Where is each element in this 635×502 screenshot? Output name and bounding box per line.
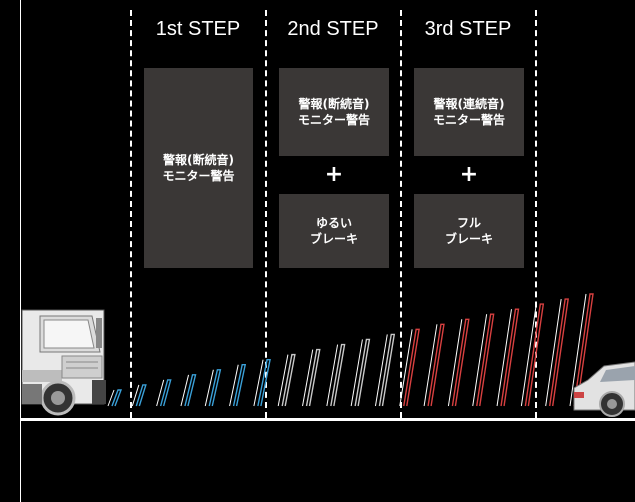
- radar-wave-arc: [573, 293, 594, 407]
- radar-wave-arc: [184, 374, 197, 407]
- radar-wave-arc-outline: [253, 359, 264, 407]
- step-2-warning-box: 警報(断続音) モニター警告: [279, 68, 389, 156]
- radar-wave-arc-outline: [326, 344, 339, 407]
- radar-wave-arc: [330, 343, 346, 407]
- radar-wave-arc: [524, 303, 545, 407]
- radar-wave-arc: [354, 338, 371, 407]
- radar-wave-arc: [305, 348, 321, 407]
- radar-wave-arc: [403, 328, 420, 407]
- road-line: [20, 418, 635, 421]
- radar-wave-arc: [159, 379, 172, 407]
- step-divider-2: [265, 10, 267, 418]
- radar-wave-arc-outline: [302, 349, 314, 407]
- step-3-warning-box: 警報(連続音) モニター警告: [414, 68, 524, 156]
- step-2-plus-sign: +: [324, 162, 344, 187]
- step-3-plus-sign: +: [459, 162, 479, 187]
- radar-wave-arc-outline: [520, 304, 537, 407]
- radar-wave-arc-outline: [496, 309, 512, 407]
- radar-wave-arc: [427, 323, 445, 407]
- radar-wave-arc: [281, 353, 296, 407]
- truck-icon: [21, 309, 106, 416]
- radar-wave-arc-outline: [374, 334, 388, 407]
- step-2-brake-box: ゆるい ブレーキ: [279, 194, 389, 268]
- step-divider-1: [130, 10, 132, 418]
- radar-wave-arc-outline: [472, 314, 488, 407]
- step-2-title: 2nd STEP: [287, 18, 379, 40]
- radar-wave-arc-outline: [107, 389, 115, 407]
- radar-wave-arc-outline: [350, 339, 363, 407]
- step-1-title: 1st STEP: [155, 18, 241, 40]
- radar-wave-arc-outline: [423, 324, 438, 407]
- step-3-brake-box: フル ブレーキ: [414, 194, 524, 268]
- car-icon: [573, 361, 635, 417]
- radar-wave-arc-outline: [545, 298, 562, 407]
- radar-wave-arc-outline: [204, 369, 214, 407]
- radar-wave-arc: [451, 318, 470, 407]
- radar-wave-arc-outline: [180, 374, 190, 407]
- radar-wave-arc: [257, 358, 271, 407]
- radar-waves: [107, 293, 594, 407]
- step-1-warning-box: 警報(断続音) モニター警告: [144, 68, 253, 268]
- step-divider-3: [400, 10, 402, 418]
- radar-wave-arc: [208, 369, 222, 407]
- step-divider-4: [535, 10, 537, 418]
- step-3-title: 3rd STEP: [424, 18, 512, 40]
- radar-wave-arc: [476, 313, 495, 407]
- radar-wave-arc-outline: [131, 384, 140, 407]
- radar-wave-arc-outline: [399, 329, 413, 407]
- radar-wave-arc: [548, 298, 569, 407]
- radar-wave-arc-outline: [277, 354, 289, 407]
- radar-wave-arc: [232, 364, 247, 407]
- radar-wave-arc: [378, 333, 396, 407]
- radar-wave-arc-outline: [569, 293, 587, 407]
- radar-wave-arc-outline: [447, 319, 463, 407]
- radar-wave-arc: [111, 389, 123, 407]
- radar-wave-arc-outline: [156, 379, 165, 407]
- radar-wave-arc-outline: [229, 364, 239, 407]
- left-border-line: [20, 0, 21, 502]
- radar-wave-arc: [500, 308, 520, 407]
- radar-wave-arc: [135, 384, 147, 407]
